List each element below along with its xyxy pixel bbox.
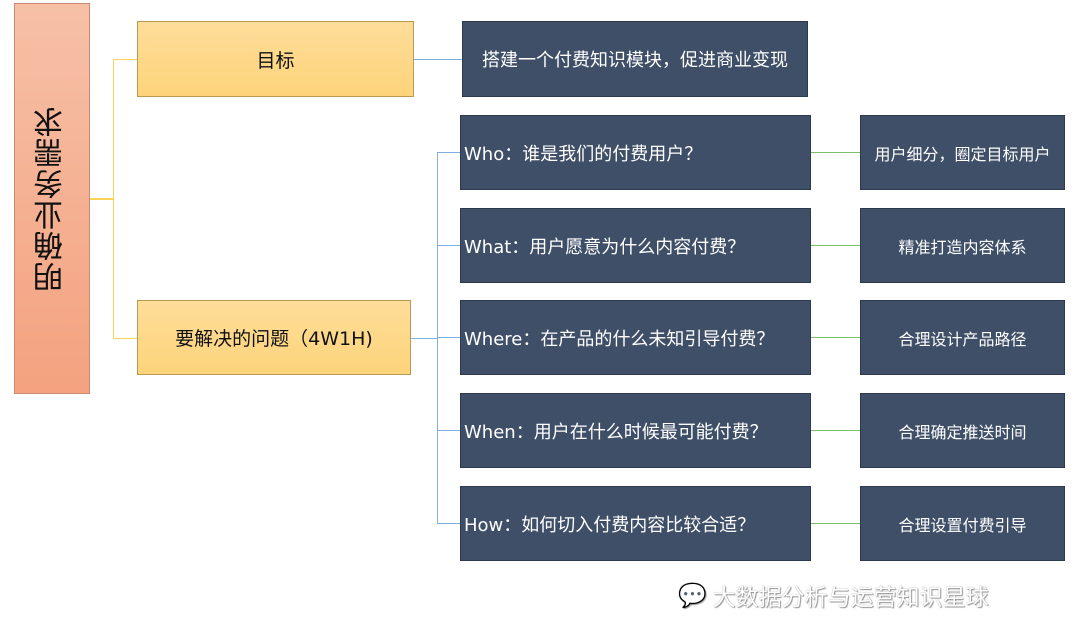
goal-label: 目标: [256, 49, 295, 72]
connector: [811, 430, 860, 431]
question-text: When：用户在什么时候最可能付费？: [464, 421, 768, 443]
connector: [811, 152, 860, 153]
connector: [437, 430, 460, 431]
question-text: Where：在产品的什么未知引导付费？: [464, 328, 775, 350]
answer-text: 精准打造内容体系: [898, 237, 1027, 257]
watermark-text: 大数据分析与运营知识星球: [712, 585, 989, 611]
connector: [437, 245, 460, 246]
watermark: 💬大数据分析与运营知识星球: [678, 578, 989, 612]
connector: [437, 523, 460, 524]
root-node: 明确业务需求: [14, 3, 90, 394]
answer-text: 合理确定推送时间: [898, 422, 1027, 442]
connector: [414, 59, 462, 60]
answer-node: 合理设计产品路径: [860, 300, 1065, 375]
answer-node: 精准打造内容体系: [860, 208, 1065, 283]
question-node: How：如何切入付费内容比较合适？: [460, 486, 811, 561]
question-node: When：用户在什么时候最可能付费？: [460, 393, 811, 468]
connector: [437, 152, 460, 153]
answer-text: 用户细分，圈定目标用户: [874, 144, 1051, 164]
connector: [811, 523, 860, 524]
answer-text: 合理设计产品路径: [898, 329, 1027, 349]
goal-content-node: 搭建一个付费知识模块，促进商业变现: [462, 21, 808, 97]
question-node: What：用户愿意为什么内容付费？: [460, 208, 811, 283]
connector: [113, 59, 137, 60]
root-label: 明确业务需求: [34, 105, 69, 292]
question-text: Who：谁是我们的付费用户？: [464, 143, 703, 165]
connector: [811, 245, 860, 246]
answer-node: 合理确定推送时间: [860, 393, 1065, 468]
question-text: How：如何切入付费内容比较合适？: [464, 514, 756, 536]
question-text: What：用户愿意为什么内容付费？: [464, 236, 746, 258]
question-node: Who：谁是我们的付费用户？: [460, 115, 811, 190]
problem-node: 要解决的问题（4W1H): [137, 300, 411, 375]
answer-text: 合理设置付费引导: [898, 515, 1027, 535]
connector: [90, 198, 113, 200]
connector: [411, 338, 437, 339]
connector: [437, 337, 460, 338]
goal-content: 搭建一个付费知识模块，促进商业变现: [482, 50, 788, 71]
connector: [113, 338, 137, 339]
wechat-icon: 💬: [678, 582, 707, 609]
goal-node: 目标: [137, 21, 414, 97]
connector: [113, 59, 114, 339]
connector: [811, 337, 860, 338]
answer-node: 合理设置付费引导: [860, 486, 1065, 561]
answer-node: 用户细分，圈定目标用户: [860, 115, 1065, 190]
question-node: Where：在产品的什么未知引导付费？: [460, 300, 811, 375]
connector: [437, 152, 438, 524]
problem-label: 要解决的问题（4W1H): [175, 328, 373, 350]
